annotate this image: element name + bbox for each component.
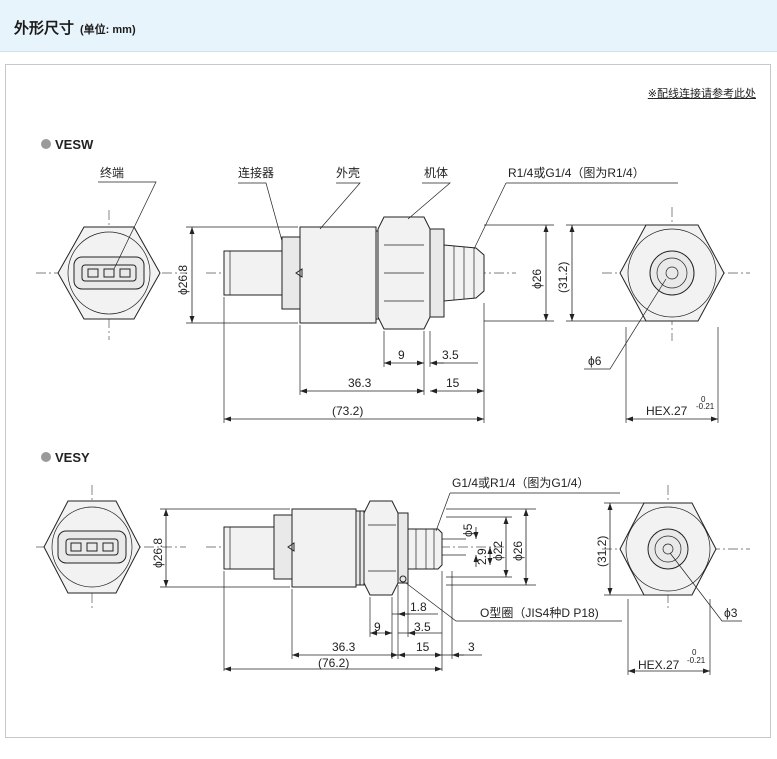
vesy-bullet-icon (41, 452, 51, 462)
vesy-dim-3: 3 (468, 640, 475, 654)
dimension-drawing: VESW 终端 (36, 137, 750, 675)
vesw-dim-9: 9 (398, 348, 405, 362)
vesw-hex-tol-bottom: -0.21 (696, 402, 715, 411)
vesw-dim-d26-8: ϕ26.8 (176, 265, 190, 295)
vesy-hex-tol-top: 0 (692, 648, 697, 657)
vesw-label: VESW (55, 137, 94, 152)
vesw-connector-label: 连接器 (238, 165, 274, 180)
vesy-dim-15: 15 (416, 640, 430, 654)
vesw-thread-label: R1/4或G1/4（图为R1/4） (508, 166, 645, 180)
dimension-panel: ※配线连接请参考此处 VESW 终端 (5, 64, 771, 738)
wiring-reference-link[interactable]: ※配线连接请参考此处 (647, 88, 756, 100)
vesw-dim-3-5: 3.5 (442, 348, 459, 362)
vesy-oring-label: O型圈（JIS4种D P18) (480, 606, 599, 620)
vesy-end-view-left (36, 485, 186, 611)
vesw-dim-d26: ϕ26 (530, 269, 544, 289)
vesw-dim-hex: HEX.27 (646, 404, 688, 418)
vesy-hex-tol-bottom: -0.21 (687, 656, 706, 665)
vesy-dim-d26: ϕ26 (511, 541, 525, 561)
vesy-dim-d5: ϕ5 (461, 523, 475, 537)
vesy-dim-2-9: 2.9 (475, 548, 489, 565)
vesy-dim-9: 9 (374, 620, 381, 634)
vesw-end-view-right (602, 207, 750, 341)
title-text: 外形尺寸 (14, 20, 75, 37)
vesw-hex-tol-top: 0 (701, 395, 706, 404)
vesw-shell-label: 外壳 (336, 166, 360, 180)
vesy-dim-d26-8: ϕ26.8 (151, 538, 165, 568)
vesw-body-label: 机体 (424, 166, 448, 180)
vesw-dim-15: 15 (446, 376, 460, 390)
vesw-terminal-label: 终端 (100, 165, 124, 180)
vesw-side-view (206, 216, 516, 330)
vesy-thread-label: G1/4或R1/4（图为G1/4） (452, 476, 589, 490)
vesy-side-view (206, 500, 506, 596)
vesy-end-view-right (602, 485, 750, 611)
vesw-dim-36-3: 36.3 (348, 376, 372, 390)
vesy-dim-36-3: 36.3 (332, 640, 356, 654)
vesy-dim-hex: HEX.27 (638, 658, 680, 672)
vesw-dim-31-2: (31.2) (556, 262, 570, 293)
vesw-bullet-icon (41, 139, 51, 149)
vesy-dim-3-5: 3.5 (414, 620, 431, 634)
vesy-dim-76-2: (76.2) (318, 656, 349, 670)
vesw-end-view-left (36, 210, 186, 340)
vesy-dim-d22: ϕ22 (491, 541, 505, 561)
section-header: 外形尺寸 (单位: mm) (0, 0, 777, 52)
vesy-dim-d3: ϕ3 (724, 606, 738, 620)
vesy-dim-1-8: 1.8 (410, 600, 427, 614)
unit-label: (单位: mm) (80, 24, 136, 36)
vesw-dim-d6: ϕ6 (588, 354, 602, 368)
vesy-dim-31-2: (31.2) (595, 536, 609, 567)
section-title: 外形尺寸 (单位: mm) (14, 17, 136, 38)
vesw-dim-73-2: (73.2) (332, 404, 363, 418)
vesy-label: VESY (55, 450, 90, 465)
